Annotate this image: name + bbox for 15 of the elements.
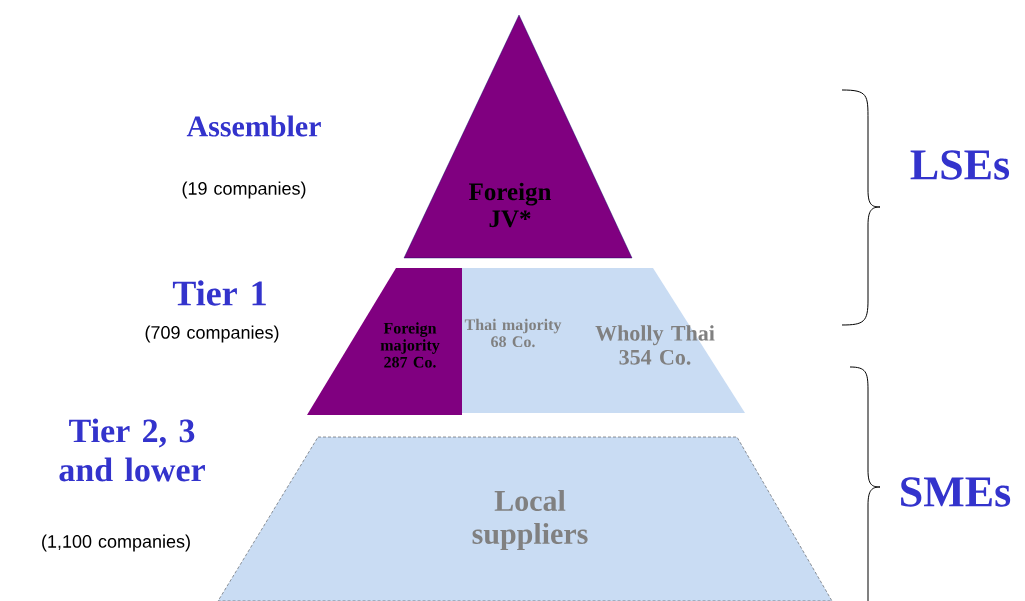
tier-label: Tier 1: [172, 280, 266, 306]
node-label: Wholly Thai 354 Co.: [595, 325, 715, 365]
company-count: (1,100 companies): [42, 534, 190, 552]
company-count: (19 companies): [182, 181, 306, 199]
pyramid-section: Thai majority 68 Co.: [462, 268, 568, 413]
size-label: LSEs: [910, 150, 1010, 180]
pyramid-section: Foreign JV*: [403, 14, 633, 259]
pyramid-section: Wholly Thai 354 Co.: [568, 268, 745, 413]
pyramid-section: Foreign majority 287 Co.: [307, 268, 462, 415]
pyramid-section: Local suppliers: [217, 436, 833, 601]
tier-label: Assembler: [186, 115, 321, 137]
tier-label: Tier 2, 3 and lower: [59, 418, 205, 482]
node-label: Thai majority 68 Co.: [464, 318, 562, 348]
company-count: (709 companies): [145, 325, 279, 343]
size-label: SMEs: [901, 477, 1011, 507]
